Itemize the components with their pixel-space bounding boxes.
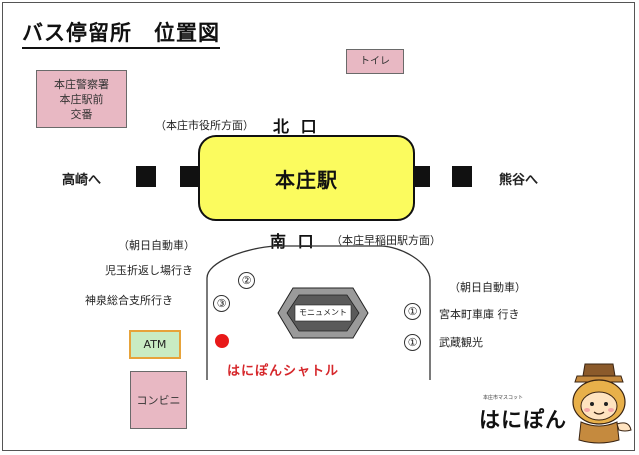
bus-stop-1b-marker: ① (404, 334, 421, 351)
track-block-west-outer (136, 166, 156, 187)
convenience-store-label: コンビニ (136, 393, 181, 407)
police-box-line: 交番 (70, 107, 93, 121)
right-bus-stop-1-operator: 武蔵観光 (439, 336, 483, 349)
left-bus-company: （朝日自動車） (118, 239, 195, 252)
north-exit-label: 北 口 (273, 117, 320, 136)
police-box-line: 本庄駅前 (59, 92, 104, 106)
toilet-box: トイレ (346, 49, 404, 74)
bus-stop-1a-marker: ① (404, 303, 421, 320)
police-box: 本庄警察署 本庄駅前 交番 (36, 70, 127, 128)
right-bus-company: （朝日自動車） (449, 281, 526, 294)
mascot-caption: 本庄市マスコット (483, 395, 524, 401)
shuttle-label: はにぽんシャトル (227, 364, 340, 379)
page-title: バス停留所 位置図 (22, 20, 220, 49)
track-block-west-inner (180, 166, 200, 187)
mascot-name: はにぽん (479, 408, 567, 432)
bus-stop-3-marker: ③ (213, 295, 230, 312)
west-direction: 高崎へ (62, 173, 102, 188)
map-border (2, 2, 635, 451)
atm-label: ATM (143, 338, 167, 351)
station-label: 本庄駅 (275, 167, 338, 192)
north-exit-note: （本庄市役所方面） (155, 119, 254, 132)
bus-stop-2-marker: ② (238, 272, 255, 289)
station-building: 本庄駅 (198, 135, 415, 221)
shuttle-stop-pin (215, 334, 229, 348)
track-block-east-inner (410, 166, 430, 187)
atm-box: ATM (129, 330, 181, 359)
right-bus-stop-1-destination: 宮本町車庫 行き (439, 308, 520, 321)
left-bus-stop-3-destination: 神泉総合支所行き (85, 294, 173, 307)
monument-shape (277, 287, 369, 339)
convenience-store-box: コンビニ (130, 371, 187, 429)
toilet-label: トイレ (360, 56, 390, 67)
monument-label: モニュメント (299, 308, 347, 317)
east-direction: 熊谷へ (499, 173, 539, 188)
mascot-illustration (572, 363, 632, 444)
south-exit-note: （本庄早稲田駅方面） (331, 234, 441, 247)
track-block-east-outer (452, 166, 472, 187)
police-box-line: 本庄警察署 (54, 77, 109, 91)
left-bus-stop-2-destination: 児玉折返し場行き (105, 264, 193, 277)
